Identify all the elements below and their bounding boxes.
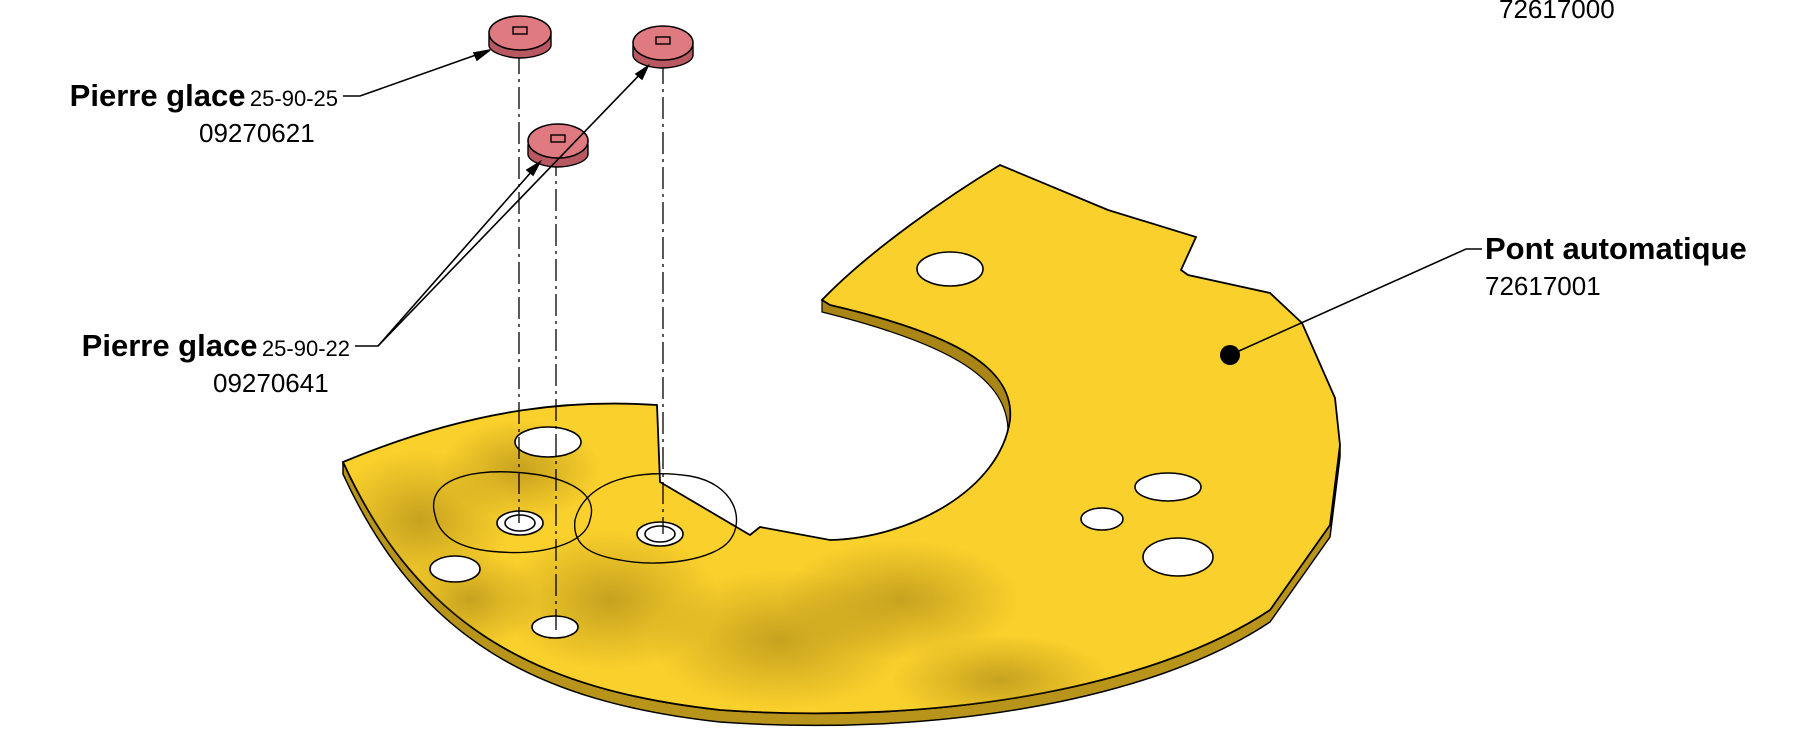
hole bbox=[916, 251, 984, 287]
jewel-2-label: Pierre glace 25-90-22 bbox=[82, 330, 350, 361]
hole bbox=[1080, 507, 1124, 531]
jewel-2-size: 25-90-22 bbox=[261, 336, 350, 361]
bridge-name: Pont automatique bbox=[1485, 231, 1747, 266]
jewel-1-number: 09270621 bbox=[199, 118, 315, 148]
jewel-top-right bbox=[632, 25, 694, 69]
jewel-1-name: Pierre glace bbox=[69, 78, 246, 113]
hole bbox=[429, 555, 481, 583]
pont-automatique-bridge bbox=[341, 163, 1341, 727]
leader-jewel-2b bbox=[377, 65, 649, 347]
leader-dot bbox=[1220, 345, 1240, 365]
bridge-number: 72617001 bbox=[1485, 271, 1601, 301]
hole bbox=[1134, 472, 1202, 502]
hole bbox=[1142, 537, 1214, 577]
leader-jewel-2a bbox=[355, 161, 541, 347]
hole bbox=[504, 514, 536, 532]
leader-lines bbox=[343, 49, 1482, 365]
assembly-number: 72617000 bbox=[1499, 0, 1615, 24]
leader-jewel-1 bbox=[343, 49, 491, 97]
hole bbox=[531, 615, 579, 639]
boss-ring-left bbox=[432, 471, 593, 554]
jewel-2-name: Pierre glace bbox=[81, 328, 258, 363]
jewel-top-left bbox=[488, 15, 552, 59]
bridge-holes bbox=[429, 251, 1214, 639]
hole bbox=[644, 525, 676, 543]
jewel-1-size: 25-90-25 bbox=[249, 86, 338, 111]
jewel-middle bbox=[527, 123, 589, 168]
hole bbox=[514, 426, 582, 458]
center-lines bbox=[518, 52, 664, 630]
jewel-2-number: 09270641 bbox=[213, 368, 329, 398]
boss-ring-right bbox=[574, 473, 738, 564]
leader-bridge bbox=[1229, 248, 1482, 356]
jewel-1-label: Pierre glace 25-90-25 bbox=[70, 80, 338, 111]
